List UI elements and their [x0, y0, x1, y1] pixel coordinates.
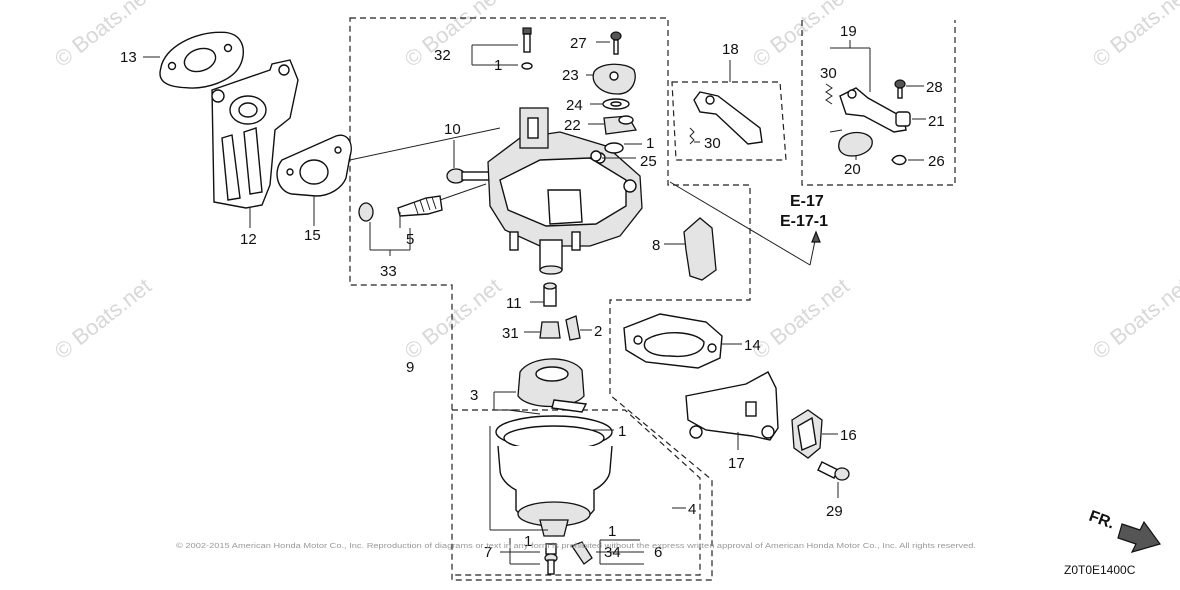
- part-4-float-chamber: [489, 415, 686, 537]
- callout-17: 17: [728, 455, 745, 472]
- callout-5: 5: [406, 231, 414, 248]
- callout-2: 2: [594, 323, 602, 340]
- part-8: [664, 217, 717, 281]
- part-18-lever: [671, 60, 787, 161]
- callout-18: 18: [722, 41, 739, 58]
- part-13-gasket: [143, 31, 244, 89]
- direction-label: FR.: [1087, 508, 1117, 533]
- callout-31: 31: [502, 325, 519, 342]
- callout-1: 1: [494, 57, 502, 74]
- callout-28: 28: [926, 79, 943, 96]
- front-direction-arrow: FR.: [1087, 508, 1161, 553]
- watermark: © Boats.net: [50, 0, 156, 72]
- callout-34: 34: [604, 544, 621, 561]
- callout-14: 14: [744, 337, 761, 354]
- callout-20: 20: [844, 161, 861, 178]
- callout-1: 1: [618, 423, 626, 440]
- callout-21: 21: [928, 113, 945, 130]
- callout-30: 30: [704, 135, 721, 152]
- callout-12: 12: [240, 231, 257, 248]
- callout-8: 8: [652, 237, 660, 254]
- part-5-pilot-screw: [358, 183, 487, 256]
- part-29-screw: [817, 461, 850, 498]
- part-10-screw: [446, 140, 491, 184]
- callout-29: 29: [826, 503, 843, 520]
- part-16-clip: [791, 409, 838, 459]
- callout-30: 30: [820, 65, 837, 82]
- callout-24: 24: [566, 97, 583, 114]
- carburetor-assembly-outline: [349, 17, 751, 581]
- callout-27: 27: [570, 35, 587, 52]
- callout-15: 15: [304, 227, 321, 244]
- bottom-small-parts: [500, 538, 644, 575]
- callout-26: 26: [928, 153, 945, 170]
- callout-10: 10: [444, 121, 461, 138]
- callout-1: 1: [524, 533, 532, 550]
- arrow-icon: [1117, 520, 1161, 553]
- watermark: © Boats.net: [50, 273, 156, 364]
- callout-13: 13: [120, 49, 137, 66]
- reference-e17: E-17: [790, 193, 824, 210]
- callout-11: 11: [506, 295, 522, 312]
- part-17-bracket: [685, 371, 779, 450]
- diagram-code: Z0T0E1400C: [1064, 563, 1136, 577]
- callout-3: 3: [470, 387, 478, 404]
- part-15-gasket: [276, 127, 501, 226]
- callout-6: 6: [654, 544, 662, 561]
- callout-33: 33: [380, 263, 397, 280]
- callout-25: 25: [640, 153, 657, 170]
- watermark: © Boats.net: [400, 0, 506, 72]
- callout-9: 9: [406, 359, 414, 376]
- watermark: © Boats.net: [400, 273, 506, 364]
- watermark: © Boats.net: [748, 273, 854, 364]
- callout-32: 32: [434, 47, 451, 64]
- part-14-gasket: [623, 313, 742, 369]
- upper-small-parts: [471, 27, 642, 162]
- callout-19: 19: [840, 23, 857, 40]
- reference-leader: [669, 181, 821, 266]
- part-19-lever-kit: [825, 40, 926, 166]
- callout-labels: 13 12 15 32 1 27 23 24 22 1 25 10 5 33 1…: [120, 23, 945, 561]
- part-11-31-2-jet-needle: [524, 282, 592, 341]
- callout-16: 16: [840, 427, 857, 444]
- part-3-float: [493, 358, 588, 415]
- watermark: © Boats.net: [1088, 0, 1180, 72]
- callout-4: 4: [688, 501, 696, 518]
- callout-23: 23: [562, 67, 579, 84]
- part-9-carburetor-body: [487, 107, 643, 275]
- callout-22: 22: [564, 117, 581, 134]
- lever-kit-outline: [801, 20, 956, 186]
- reference-e17-1: E-17-1: [780, 213, 828, 230]
- callout-1: 1: [608, 523, 616, 540]
- part-12-insulator: [211, 59, 299, 228]
- watermark: © Boats.net: [1088, 273, 1180, 364]
- callout-1: 1: [646, 135, 654, 152]
- copyright-text: © 2002-2015 American Honda Motor Co., In…: [176, 542, 976, 550]
- watermark: © Boats.net: [748, 0, 854, 72]
- callout-7: 7: [484, 544, 492, 561]
